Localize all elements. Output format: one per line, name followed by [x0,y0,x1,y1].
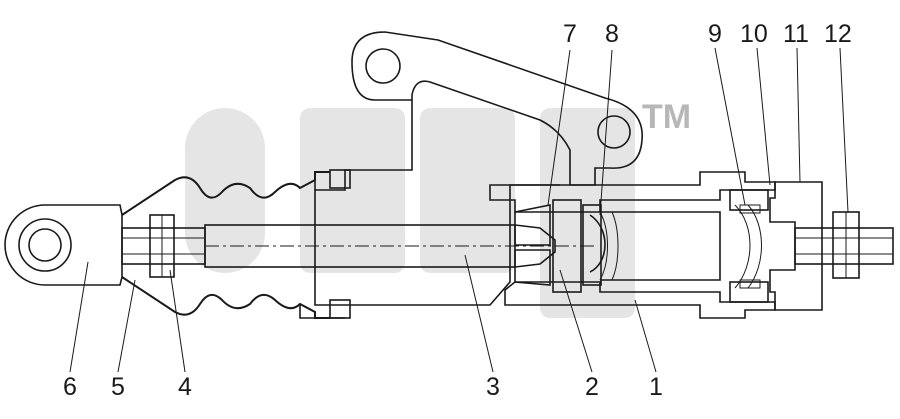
callout-4: 4 [178,373,192,401]
callout-9: 9 [708,20,722,48]
callout-12: 12 [824,20,852,48]
callout-5: 5 [111,373,125,401]
lock-nut [121,214,206,278]
callout-1: 1 [649,373,663,401]
callout-6: 6 [63,373,77,401]
adjusting-screw [794,211,894,279]
cylinder-housing [299,171,776,319]
callout-3: 3 [486,373,500,401]
callout-7: 7 [563,20,577,48]
callout-11: 11 [783,20,809,48]
end-cap [729,181,823,311]
callout-2: 2 [585,373,599,401]
watermark-logo: TM [185,98,691,318]
callout-labels: 6 5 4 3 2 1 7 8 9 10 11 12 [63,20,852,401]
watermark-tm: TM [642,98,691,136]
leader-lines [69,47,849,373]
callout-10: 10 [740,20,768,48]
callout-8: 8 [605,20,619,48]
return-spring [599,204,762,289]
rubber-boot [121,171,330,319]
clevis-eye [4,204,123,286]
